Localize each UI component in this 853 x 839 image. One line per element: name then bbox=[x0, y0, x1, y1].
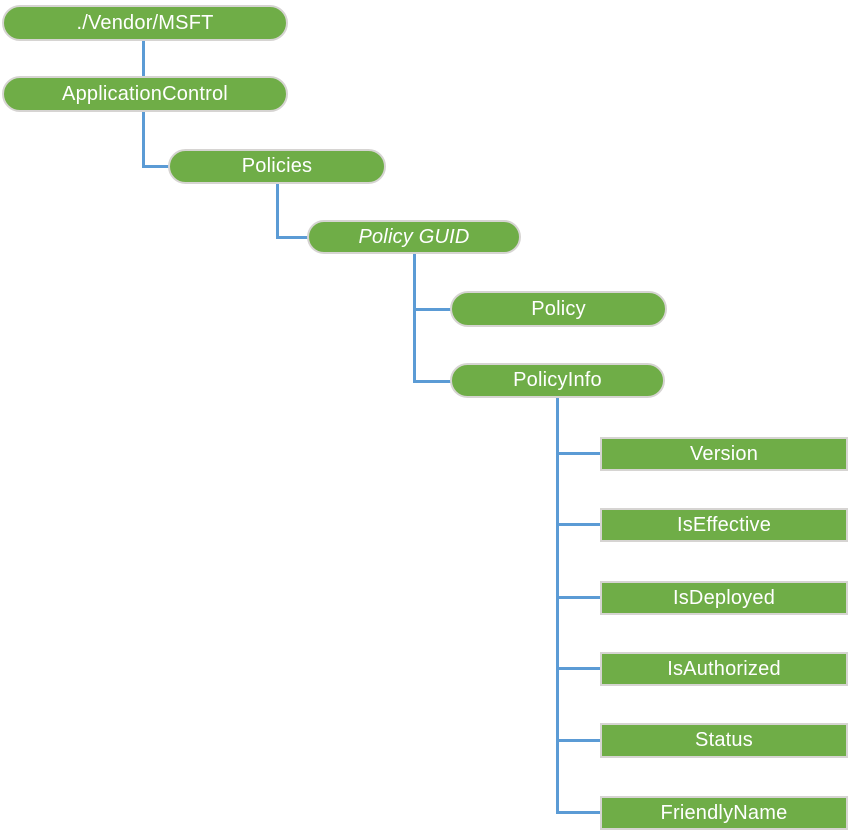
node-policyinfo-label: PolicyInfo bbox=[513, 369, 602, 391]
node-vendor-msft: ./Vendor/MSFT bbox=[2, 5, 288, 41]
connector-policyinfo-to-friendlyname-horizontal bbox=[556, 811, 601, 814]
connector-policyguid-trunk-vertical bbox=[413, 252, 416, 383]
node-policies: Policies bbox=[168, 149, 386, 184]
node-policy-guid-label: Policy GUID bbox=[358, 225, 470, 248]
node-friendlyname-label: FriendlyName bbox=[660, 801, 788, 824]
node-policyinfo: PolicyInfo bbox=[450, 363, 665, 398]
connector-applicationcontrol-to-policies-vertical bbox=[142, 111, 145, 168]
connector-policyguid-to-policyinfo-horizontal bbox=[413, 380, 451, 383]
node-status-label: Status bbox=[695, 729, 753, 751]
node-iseffective: IsEffective bbox=[600, 508, 848, 542]
node-policy: Policy bbox=[450, 291, 667, 327]
node-policies-label: Policies bbox=[241, 155, 313, 177]
node-applicationcontrol-label: ApplicationControl bbox=[62, 82, 228, 105]
connector-policyinfo-to-isdeployed-horizontal bbox=[556, 596, 601, 599]
connector-policyinfo-to-version-horizontal bbox=[556, 452, 601, 455]
node-version: Version bbox=[600, 437, 848, 471]
connector-policyguid-to-policy-horizontal bbox=[413, 308, 451, 311]
connector-policies-to-policyguid-horizontal bbox=[276, 236, 308, 239]
node-isdeployed: IsDeployed bbox=[600, 581, 848, 615]
node-isdeployed-label: IsDeployed bbox=[672, 586, 776, 609]
node-isauthorized: IsAuthorized bbox=[600, 652, 848, 686]
connector-policyinfo-to-status-horizontal bbox=[556, 739, 601, 742]
connector-vendor-to-applicationcontrol bbox=[142, 40, 145, 78]
connector-policyinfo-trunk-vertical bbox=[556, 397, 559, 814]
connector-policyinfo-to-isauthorized-horizontal bbox=[556, 667, 601, 670]
node-applicationcontrol: ApplicationControl bbox=[2, 76, 288, 112]
connector-policyinfo-to-iseffective-horizontal bbox=[556, 523, 601, 526]
node-version-label: Version bbox=[689, 442, 759, 465]
node-friendlyname: FriendlyName bbox=[600, 796, 848, 830]
node-policy-guid: Policy GUID bbox=[307, 220, 521, 254]
node-vendor-msft-label: ./Vendor/MSFT bbox=[76, 11, 214, 34]
node-status: Status bbox=[600, 723, 848, 758]
connector-applicationcontrol-to-policies-horizontal bbox=[142, 165, 169, 168]
node-policy-label: Policy bbox=[531, 297, 586, 320]
connector-policies-to-policyguid-vertical bbox=[276, 183, 279, 239]
node-iseffective-label: IsEffective bbox=[676, 513, 772, 536]
node-isauthorized-label: IsAuthorized bbox=[667, 657, 781, 680]
